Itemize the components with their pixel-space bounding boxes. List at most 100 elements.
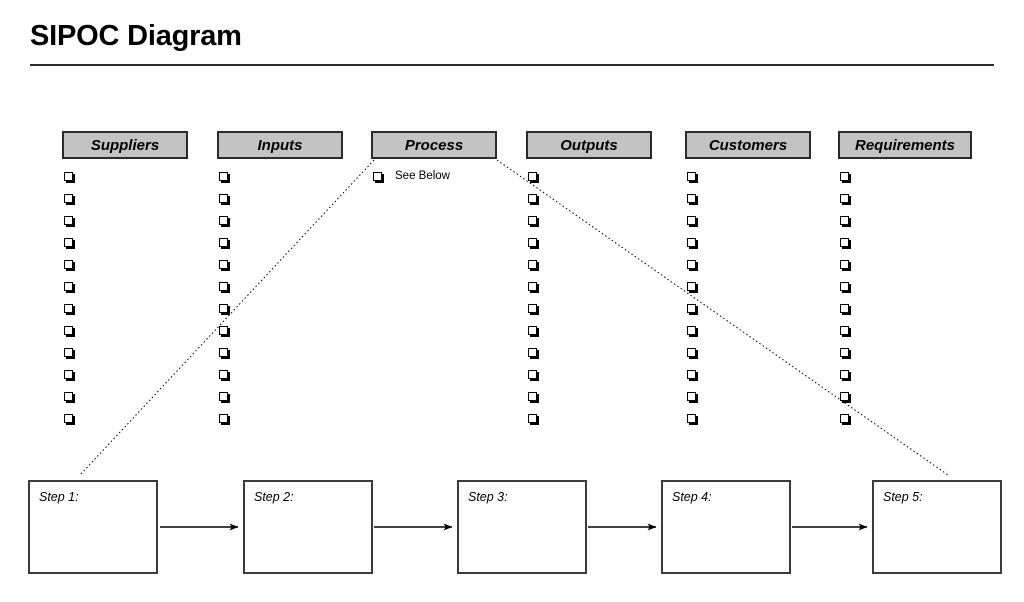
list-item[interactable] (526, 303, 652, 313)
checkbox-icon[interactable] (528, 193, 537, 203)
list-item[interactable] (526, 325, 652, 335)
list-item[interactable] (685, 193, 811, 203)
list-item[interactable] (62, 259, 188, 269)
checkbox-icon[interactable] (840, 193, 849, 203)
checkbox-icon[interactable] (687, 237, 696, 247)
list-item[interactable] (685, 303, 811, 313)
checkbox-icon[interactable] (528, 413, 537, 423)
list-item[interactable] (62, 215, 188, 225)
checkbox-icon[interactable] (219, 325, 228, 335)
checkbox-icon[interactable] (64, 325, 73, 335)
list-item[interactable] (217, 281, 343, 291)
checkbox-icon[interactable] (219, 193, 228, 203)
list-item[interactable] (838, 413, 972, 423)
list-item[interactable] (685, 171, 811, 181)
list-item[interactable] (62, 369, 188, 379)
column-header-inputs[interactable]: Inputs (217, 131, 343, 159)
list-item[interactable] (217, 259, 343, 269)
checkbox-icon[interactable] (687, 259, 696, 269)
list-item[interactable] (838, 391, 972, 401)
checkbox-icon[interactable] (840, 413, 849, 423)
list-item[interactable] (685, 391, 811, 401)
list-item[interactable] (838, 369, 972, 379)
checkbox-icon[interactable] (528, 391, 537, 401)
list-item[interactable] (62, 347, 188, 357)
list-item[interactable] (838, 259, 972, 269)
list-item[interactable] (62, 303, 188, 313)
list-item[interactable] (217, 413, 343, 423)
list-item[interactable] (217, 193, 343, 203)
list-item[interactable] (526, 171, 652, 181)
checkbox-icon[interactable] (687, 347, 696, 357)
checkbox-icon[interactable] (64, 193, 73, 203)
list-item[interactable] (217, 171, 343, 181)
checkbox-icon[interactable] (687, 391, 696, 401)
checkbox-icon[interactable] (219, 303, 228, 313)
list-item[interactable] (62, 171, 188, 181)
checkbox-icon[interactable] (219, 281, 228, 291)
list-item[interactable] (838, 215, 972, 225)
checkbox-icon[interactable] (219, 259, 228, 269)
list-item[interactable] (838, 171, 972, 181)
checkbox-icon[interactable] (528, 259, 537, 269)
column-header-outputs[interactable]: Outputs (526, 131, 652, 159)
list-item[interactable] (526, 281, 652, 291)
checkbox-icon[interactable] (64, 171, 73, 181)
checkbox-icon[interactable] (64, 303, 73, 313)
list-item[interactable] (685, 215, 811, 225)
list-item[interactable] (217, 215, 343, 225)
checkbox-icon[interactable] (219, 391, 228, 401)
checkbox-icon[interactable] (64, 215, 73, 225)
checkbox-icon[interactable] (840, 237, 849, 247)
checkbox-icon[interactable] (840, 303, 849, 313)
list-item[interactable] (685, 347, 811, 357)
list-item[interactable] (838, 347, 972, 357)
column-header-suppliers[interactable]: Suppliers (62, 131, 188, 159)
list-item[interactable] (685, 369, 811, 379)
checkbox-icon[interactable] (840, 391, 849, 401)
list-item[interactable] (62, 281, 188, 291)
list-item[interactable] (217, 369, 343, 379)
checkbox-icon[interactable] (64, 347, 73, 357)
checkbox-icon[interactable] (528, 303, 537, 313)
checkbox-icon[interactable] (840, 369, 849, 379)
checkbox-icon[interactable] (687, 193, 696, 203)
list-item[interactable] (217, 391, 343, 401)
checkbox-icon[interactable] (528, 171, 537, 181)
list-item[interactable] (526, 215, 652, 225)
list-item[interactable] (217, 237, 343, 247)
process-step-4-box[interactable]: Step 4: (661, 480, 791, 574)
list-item[interactable] (526, 391, 652, 401)
list-item[interactable] (526, 193, 652, 203)
checkbox-icon[interactable] (687, 215, 696, 225)
list-item[interactable] (62, 413, 188, 423)
process-step-5-box[interactable]: Step 5: (872, 480, 1002, 574)
list-item[interactable] (62, 391, 188, 401)
checkbox-icon[interactable] (687, 325, 696, 335)
checkbox-icon[interactable] (687, 281, 696, 291)
checkbox-icon[interactable] (528, 281, 537, 291)
checkbox-icon[interactable] (64, 413, 73, 423)
list-item[interactable] (685, 325, 811, 335)
list-item[interactable] (685, 237, 811, 247)
checkbox-icon[interactable] (219, 237, 228, 247)
checkbox-icon[interactable] (219, 413, 228, 423)
list-item[interactable] (62, 325, 188, 335)
process-step-1-box[interactable]: Step 1: (28, 480, 158, 574)
checkbox-icon[interactable] (64, 281, 73, 291)
checkbox-icon[interactable] (840, 215, 849, 225)
list-item[interactable] (217, 303, 343, 313)
checkbox-icon[interactable] (373, 171, 382, 181)
column-header-requirements[interactable]: Requirements (838, 131, 972, 159)
list-item[interactable] (685, 259, 811, 269)
list-item[interactable] (526, 347, 652, 357)
list-item[interactable] (526, 259, 652, 269)
list-item[interactable] (838, 281, 972, 291)
checkbox-icon[interactable] (64, 237, 73, 247)
process-step-2-box[interactable]: Step 2: (243, 480, 373, 574)
list-item[interactable] (62, 237, 188, 247)
column-header-customers[interactable]: Customers (685, 131, 811, 159)
list-item[interactable] (526, 413, 652, 423)
checkbox-icon[interactable] (687, 369, 696, 379)
column-header-process[interactable]: Process (371, 131, 497, 159)
